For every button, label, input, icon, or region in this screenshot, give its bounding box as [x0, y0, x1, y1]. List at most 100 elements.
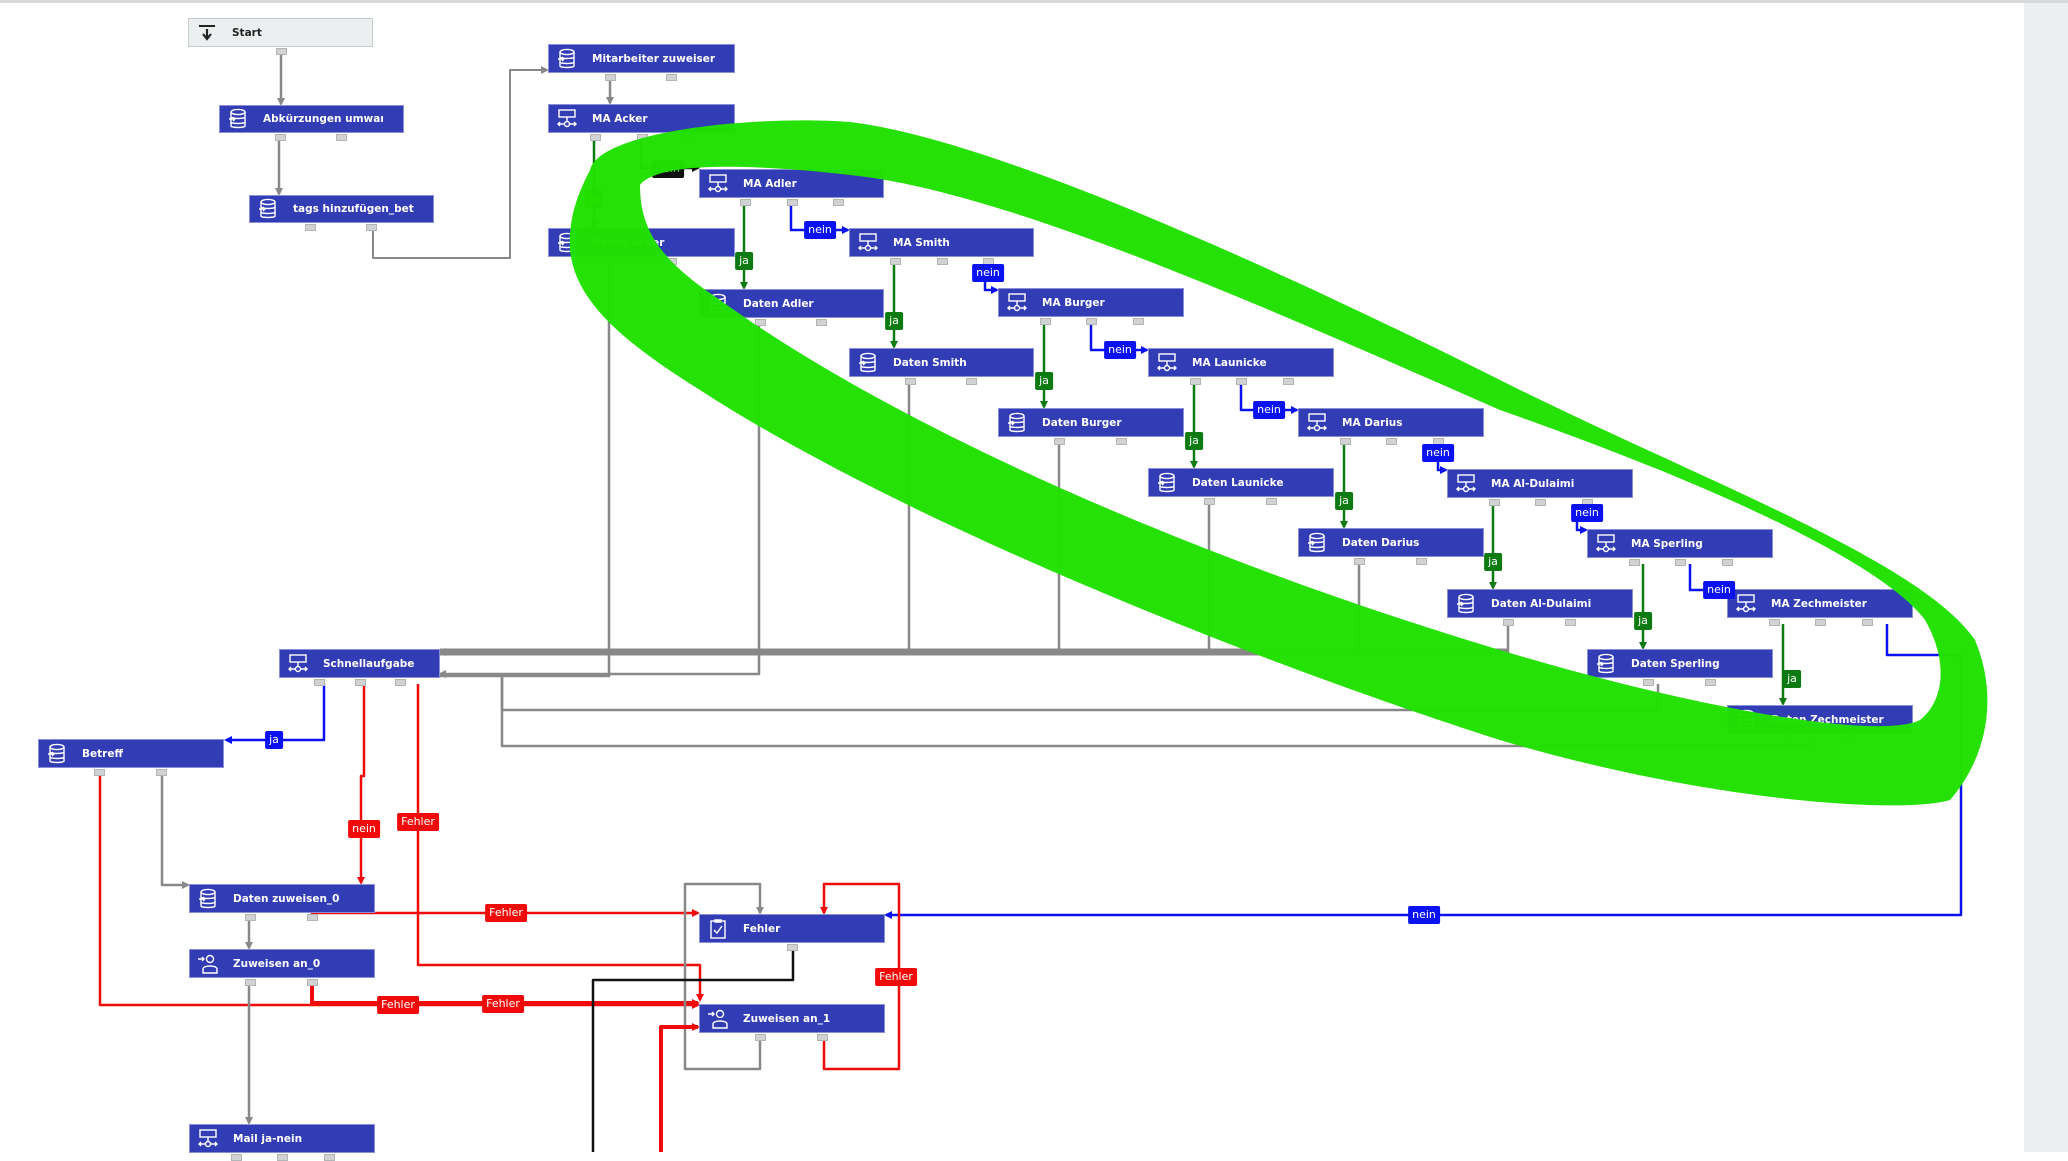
- connection-port[interactable]: [1415, 558, 1427, 565]
- connection-port[interactable]: [786, 199, 798, 206]
- edge-label-fehler[interactable]: Fehler: [485, 904, 527, 922]
- connection-port[interactable]: [1861, 619, 1873, 626]
- connection-port[interactable]: [1815, 619, 1826, 626]
- edge-label-ja[interactable]: ja: [1185, 432, 1203, 450]
- connection-port[interactable]: [1386, 438, 1397, 445]
- node-ma-smith[interactable]: MA Smith: [849, 228, 1034, 257]
- edge-label-ja[interactable]: ja: [585, 190, 603, 208]
- edge-label-fehler[interactable]: Fehler: [397, 813, 439, 831]
- connection-port[interactable]: [936, 258, 948, 265]
- node-mail-ja-nein[interactable]: Mail ja-nein: [189, 1124, 375, 1153]
- node-zuweisen-an-0[interactable]: Zuweisen an_0: [189, 949, 375, 978]
- node-daten-zechmeister[interactable]: Daten Zechmeister: [1727, 705, 1913, 734]
- edge-label-ja[interactable]: ja: [1035, 372, 1053, 390]
- connection-port[interactable]: [275, 134, 287, 141]
- connection-port[interactable]: [1354, 558, 1366, 565]
- connection-port[interactable]: [305, 224, 317, 231]
- connection-port[interactable]: [787, 944, 798, 951]
- connection-port[interactable]: [1488, 499, 1500, 506]
- connection-port[interactable]: [245, 979, 257, 986]
- edge-label-nein[interactable]: nein: [1104, 341, 1136, 359]
- connection-port[interactable]: [354, 679, 366, 686]
- node-ma-aldulaimi[interactable]: MA Al-Dulaimi: [1447, 469, 1633, 498]
- connection-port[interactable]: [277, 1154, 288, 1161]
- edge-label-nein[interactable]: nein: [1408, 906, 1440, 924]
- connection-port[interactable]: [1339, 438, 1351, 445]
- node-mitarbeiter[interactable]: Mitarbeiter zuweiser: [548, 44, 735, 73]
- node-ma-darius[interactable]: MA Darius: [1298, 408, 1484, 437]
- connection-port[interactable]: [1704, 679, 1716, 686]
- connection-port[interactable]: [604, 258, 616, 265]
- edge-label-ja[interactable]: ja: [885, 312, 903, 330]
- node-daten-sperling[interactable]: Daten Sperling: [1587, 649, 1773, 678]
- node-daten-darius[interactable]: Daten Darius: [1298, 528, 1484, 557]
- node-ma-zechmeister[interactable]: MA Zechmeister: [1727, 589, 1913, 618]
- edge-label-ja[interactable]: ja: [735, 252, 753, 270]
- connection-port[interactable]: [394, 679, 406, 686]
- node-abk[interactable]: Abkürzungen umwaı: [219, 105, 404, 133]
- connection-port[interactable]: [966, 378, 978, 385]
- node-ma-burger[interactable]: MA Burger: [998, 288, 1184, 317]
- edge-label-nein[interactable]: nein: [348, 820, 380, 838]
- node-ma-launicke[interactable]: MA Launicke: [1148, 348, 1334, 377]
- connection-port[interactable]: [1282, 378, 1294, 385]
- node-daten-burger[interactable]: Daten Burger: [998, 408, 1184, 437]
- side-panel[interactable]: [2024, 3, 2068, 1152]
- connection-port[interactable]: [755, 319, 767, 326]
- connection-port[interactable]: [1721, 559, 1733, 566]
- connection-port[interactable]: [1844, 735, 1856, 742]
- connection-port[interactable]: [336, 134, 348, 141]
- connection-port[interactable]: [1132, 318, 1144, 325]
- connection-port[interactable]: [1675, 559, 1686, 566]
- connection-port[interactable]: [1039, 318, 1051, 325]
- edge-label-nein[interactable]: nein: [804, 221, 836, 239]
- edge-label-ja[interactable]: ja: [265, 731, 283, 749]
- connection-port[interactable]: [666, 74, 678, 81]
- edge-label-nein[interactable]: nein: [972, 264, 1004, 282]
- connection-port[interactable]: [230, 1154, 242, 1161]
- connection-port[interactable]: [890, 258, 902, 265]
- node-betreff[interactable]: Betreff: [38, 739, 224, 768]
- connection-port[interactable]: [1768, 619, 1780, 626]
- connection-port[interactable]: [1054, 438, 1066, 445]
- connection-port[interactable]: [755, 1034, 767, 1041]
- connection-port[interactable]: [905, 378, 917, 385]
- connection-port[interactable]: [323, 1154, 335, 1161]
- edge-label-nein[interactable]: nein: [1253, 401, 1285, 419]
- connection-port[interactable]: [666, 258, 678, 265]
- connection-port[interactable]: [1535, 499, 1546, 506]
- node-zuweisen-an-1[interactable]: Zuweisen an_1: [699, 1004, 885, 1033]
- node-tags[interactable]: tags hinzufügen_bet: [249, 195, 434, 223]
- edge-label-nein[interactable]: nein: [1422, 444, 1454, 462]
- edge-label-fehler[interactable]: Fehler: [875, 968, 917, 986]
- node-fehler[interactable]: Fehler: [699, 914, 885, 943]
- connection-port[interactable]: [1783, 735, 1795, 742]
- connection-port[interactable]: [155, 769, 167, 776]
- connection-port[interactable]: [1086, 318, 1097, 325]
- connection-port[interactable]: [314, 679, 326, 686]
- connection-port[interactable]: [604, 74, 616, 81]
- connection-port[interactable]: [1189, 378, 1201, 385]
- connection-port[interactable]: [306, 914, 318, 921]
- connection-port[interactable]: [589, 134, 601, 141]
- node-ma-adler[interactable]: MA Adler: [699, 169, 884, 198]
- edge-label-ja[interactable]: ja: [1783, 670, 1801, 688]
- connection-port[interactable]: [1204, 498, 1216, 505]
- connection-port[interactable]: [816, 1034, 828, 1041]
- edge-label-nein[interactable]: nein: [652, 160, 684, 178]
- node-ma-sperling[interactable]: MA Sperling: [1587, 529, 1773, 558]
- node-daten-adler[interactable]: Daten Adler: [699, 289, 884, 318]
- edge-label-nein[interactable]: nein: [1571, 504, 1603, 522]
- node-daten-launicke[interactable]: Daten Launicke: [1148, 468, 1334, 497]
- connection-port[interactable]: [94, 769, 106, 776]
- connection-port[interactable]: [683, 134, 695, 141]
- connection-port[interactable]: [1564, 619, 1576, 626]
- node-daten-aldulaimi[interactable]: Daten Al-Dulaimi: [1447, 589, 1633, 618]
- connection-port[interactable]: [1265, 498, 1277, 505]
- connection-port[interactable]: [275, 48, 287, 55]
- connection-port[interactable]: [1115, 438, 1127, 445]
- connection-port[interactable]: [740, 199, 752, 206]
- connection-port[interactable]: [1628, 559, 1640, 566]
- edge-label-ja[interactable]: ja: [1484, 553, 1502, 571]
- connection-port[interactable]: [1643, 679, 1655, 686]
